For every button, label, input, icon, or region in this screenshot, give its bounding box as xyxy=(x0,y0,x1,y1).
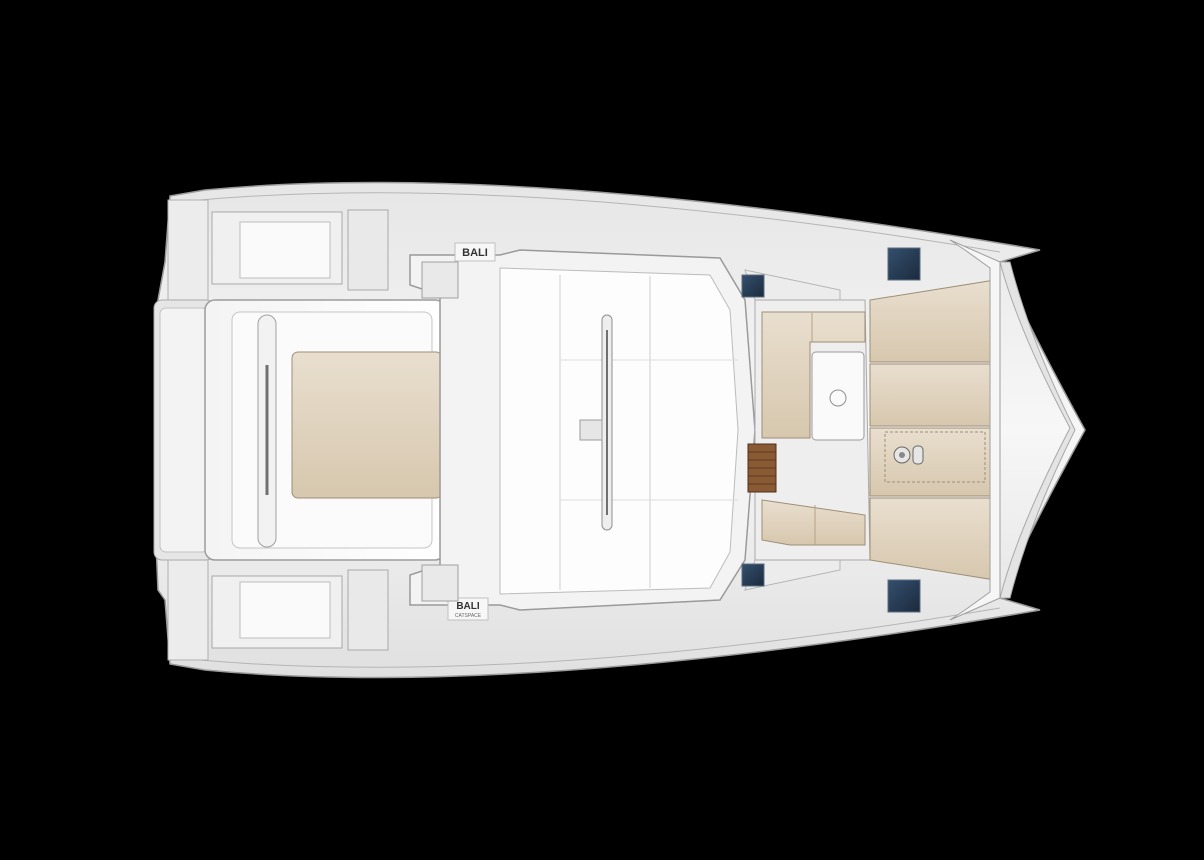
windlass-icon xyxy=(893,445,924,465)
forward-sunpads xyxy=(869,279,996,581)
stern-steps xyxy=(153,199,215,661)
logo-top: BALI xyxy=(454,242,496,262)
hatch-stbd-fwd xyxy=(887,579,921,613)
aft-lockers xyxy=(211,209,389,651)
svg-text:BALI: BALI xyxy=(456,601,480,612)
forward-table xyxy=(811,351,865,441)
svg-text:CATSPACE: CATSPACE xyxy=(455,613,482,619)
coachroof xyxy=(409,249,756,611)
bow-frame xyxy=(949,239,1001,621)
hatch-port-aft xyxy=(741,274,765,298)
hatch-stbd-aft xyxy=(741,563,765,587)
hatch-port-fwd xyxy=(887,247,921,281)
forward-settee-starboard xyxy=(761,499,866,546)
aft-sunbed xyxy=(291,351,443,499)
teak-step xyxy=(747,443,777,493)
logo-bottom: BALI CATSPACE xyxy=(447,597,489,621)
forward-settee-port xyxy=(761,311,866,439)
helm-steps xyxy=(421,261,459,602)
svg-text:BALI: BALI xyxy=(462,247,488,259)
